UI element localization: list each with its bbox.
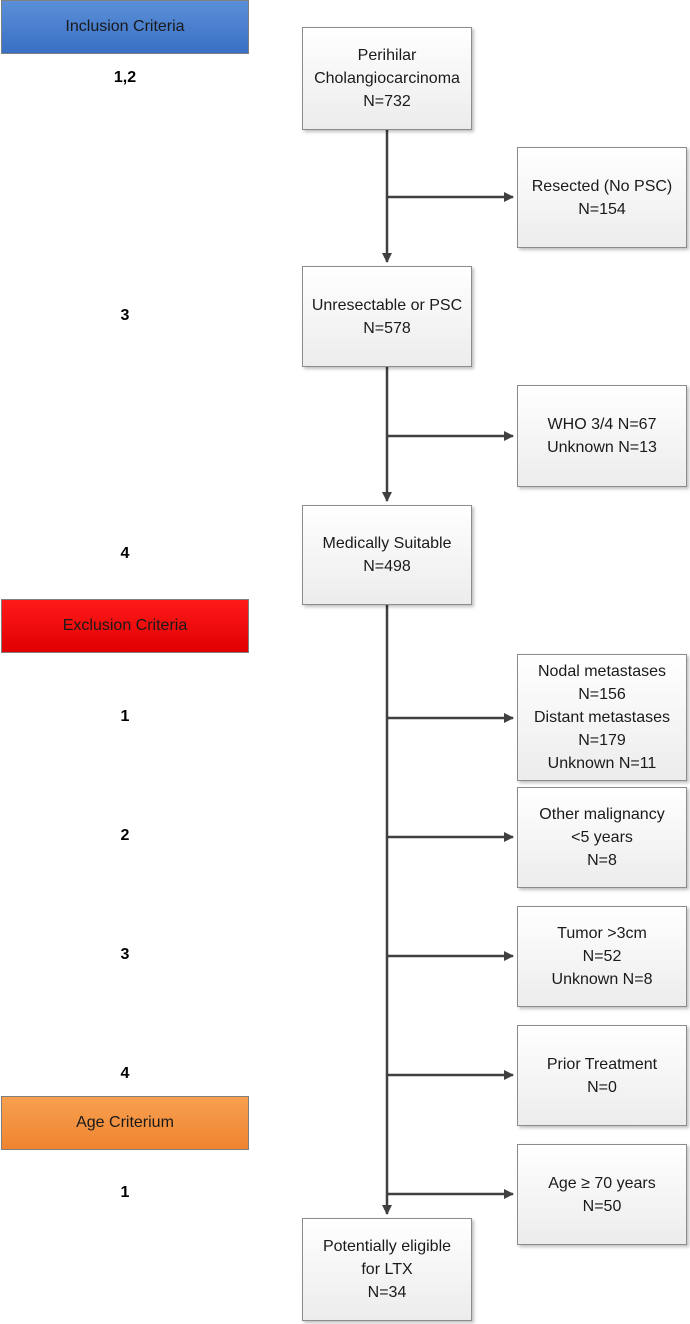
box-line: <5 years [571, 829, 633, 846]
other-malignancy-box: Other malignancy <5 years N=8 [517, 787, 687, 888]
box-line: N=498 [363, 558, 411, 575]
box-line: Unresectable or PSC [311, 296, 463, 314]
unresectable-or-psc-box: Unresectable or PSC N=578 [302, 266, 472, 367]
box-line: Perihilar [357, 47, 417, 64]
box-line: N=732 [363, 93, 411, 110]
who-unknown-box: WHO 3/4 N=67 Unknown N=13 [517, 385, 687, 487]
perihilar-cholangiocarcinoma-box: Perihilar Cholangiocarcinoma N=732 [302, 27, 472, 130]
box-line: N=34 [367, 1284, 407, 1301]
box-line: Prior Treatment [546, 1055, 658, 1073]
box-line: N=154 [578, 200, 626, 218]
box-line: Unknown N=11 [547, 755, 657, 772]
box-line: N=0 [587, 1078, 617, 1096]
box-line: WHO 3/4 N=67 [547, 416, 657, 433]
box-line: Tumor >3cm [557, 925, 647, 942]
exclusion-criterion-3: 3 [120, 946, 130, 963]
tumor-size-box: Tumor >3cm N=52 Unknown N=8 [517, 906, 687, 1007]
box-line: Unknown N=8 [551, 971, 653, 988]
exclusion-criterion-1: 1 [120, 708, 130, 725]
prior-treatment-box: Prior Treatment N=0 [517, 1025, 687, 1126]
box-line: N=8 [587, 852, 617, 869]
exclusion-criterion-4: 4 [120, 1065, 130, 1082]
box-line: Resected (No PSC) [531, 177, 673, 195]
box-line: Cholangiocarcinoma [314, 70, 460, 87]
box-line: Nodal metastases [537, 663, 667, 680]
age-criterium-header: Age Criterium [1, 1096, 249, 1150]
inclusion-criterion-4: 4 [120, 545, 130, 562]
inclusion-criterion-3: 3 [120, 307, 130, 324]
box-line: for LTX [361, 1261, 413, 1278]
age-criterion-1: 1 [120, 1184, 130, 1201]
box-line: Potentially eligible [322, 1238, 452, 1255]
box-line: Other malignancy [539, 806, 665, 823]
exclusion-criteria-header: Exclusion Criteria [1, 599, 249, 653]
resected-box: Resected (No PSC) N=154 [517, 147, 687, 248]
box-line: N=52 [582, 948, 622, 965]
box-line: Age ≥ 70 years [548, 1174, 656, 1192]
box-line: N=179 [578, 732, 626, 749]
inclusion-criterion-1-2: 1,2 [113, 69, 137, 86]
exclusion-criterion-2: 2 [120, 827, 130, 844]
medically-suitable-box: Medically Suitable N=498 [302, 505, 472, 605]
metastases-box: Nodal metastases N=156 Distant metastase… [517, 654, 687, 781]
box-line: Distant metastases [533, 709, 671, 726]
box-line: N=578 [363, 319, 411, 337]
box-line: N=50 [582, 1197, 622, 1215]
age-box: Age ≥ 70 years N=50 [517, 1144, 687, 1245]
box-line: Medically Suitable [322, 535, 452, 552]
box-line: N=156 [578, 686, 626, 703]
potentially-eligible-box: Potentially eligible for LTX N=34 [302, 1218, 472, 1321]
box-line: Unknown N=13 [547, 439, 657, 456]
inclusion-criteria-header: Inclusion Criteria [1, 0, 249, 54]
